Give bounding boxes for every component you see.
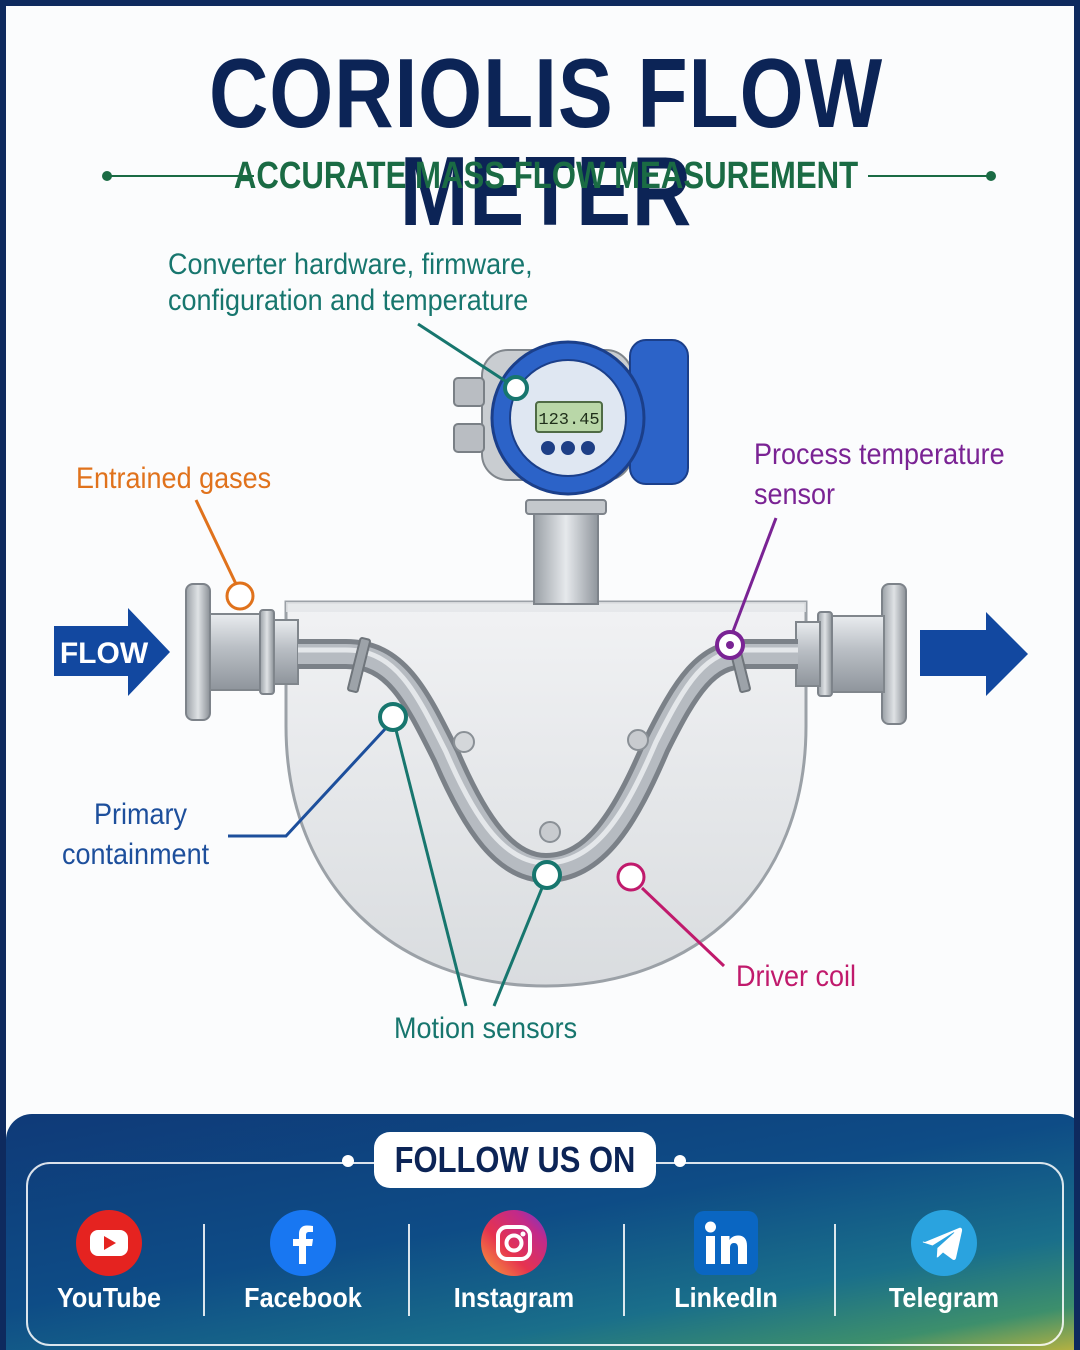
inlet-flow-arrow	[54, 608, 170, 696]
subtitle-right-line	[868, 175, 990, 177]
subtitle-row: ACCURATE MASS FLOW MEASUREMENT	[6, 155, 1074, 197]
subtitle-right-dot	[986, 171, 996, 181]
social-footer: FOLLOW US ON YouTube Facebook	[6, 1114, 1074, 1350]
cable-gland-top	[453, 377, 485, 407]
process-temp-label-line1: Process temperature	[754, 438, 1005, 471]
driver-coil-leader-line	[640, 886, 726, 968]
motion-sensor-marker-left	[378, 702, 408, 732]
tube-clamp-left	[347, 637, 371, 693]
converter-label-line2: configuration and temperature	[168, 284, 529, 317]
social-name: Telegram	[888, 1282, 1000, 1313]
driver-coil-marker	[616, 862, 646, 892]
lcd-display	[535, 401, 603, 433]
flow-label: FLOW	[60, 637, 149, 670]
outlet-flange	[795, 583, 907, 725]
motion-sensor-leader-left	[394, 729, 468, 1007]
entrained-gases-leader-line	[194, 499, 238, 585]
motion-sensor-leader-right	[492, 887, 544, 1007]
follow-us-pill: FOLLOW US ON	[374, 1132, 656, 1188]
social-linkedin[interactable]: LinkedIn	[631, 1210, 821, 1340]
flow-meter-diagram: FLOW	[54, 322, 1028, 1007]
footer-right-dot	[674, 1155, 686, 1167]
converter-marker	[503, 375, 529, 401]
entrained-gases-marker	[225, 581, 255, 611]
process-temp-leader-line	[730, 517, 778, 635]
social-instagram[interactable]: Instagram	[419, 1210, 609, 1340]
motion-sensor-marker-bottom	[532, 860, 562, 890]
facebook-icon	[270, 1210, 336, 1276]
social-telegram[interactable]: Telegram	[849, 1210, 1039, 1340]
instagram-icon	[481, 1210, 547, 1276]
footer-left-dot	[342, 1155, 354, 1167]
social-name: YouTube	[56, 1282, 162, 1313]
social-name: LinkedIn	[674, 1282, 778, 1313]
youtube-icon	[76, 1210, 142, 1276]
housing-bolt	[539, 821, 561, 843]
cable-gland-bottom	[453, 423, 485, 453]
social-divider	[623, 1224, 625, 1316]
housing-bolt	[627, 729, 649, 751]
process-temp-label-line2: sensor	[754, 478, 836, 511]
entrained-gases-label: Entrained gases	[76, 462, 272, 495]
page-subtitle: ACCURATE MASS FLOW MEASUREMENT	[233, 155, 859, 197]
subtitle-left-line	[106, 175, 254, 177]
housing-bolt	[453, 731, 475, 753]
display-reading: 123.45	[538, 411, 599, 430]
page-title: CORIOLIS FLOW METER	[209, 38, 883, 246]
motion-sensors-label: Motion sensors	[394, 1012, 578, 1045]
inlet-flange	[185, 583, 299, 721]
social-facebook[interactable]: Facebook	[208, 1210, 398, 1340]
primary-containment-label-line1: Primary	[94, 798, 188, 831]
transmitter-neck	[533, 505, 599, 605]
primary-containment-leader-line	[228, 726, 388, 838]
follow-us-label: FOLLOW US ON	[394, 1139, 636, 1180]
converter-label-line1: Converter hardware, firmware,	[168, 248, 533, 281]
social-name: Instagram	[453, 1282, 575, 1313]
driver-coil-label: Driver coil	[736, 960, 857, 993]
social-name: Facebook	[244, 1282, 362, 1313]
linkedin-icon	[694, 1211, 758, 1275]
primary-containment-label-line2: containment	[62, 838, 210, 871]
telegram-icon	[911, 1210, 977, 1276]
social-youtube[interactable]: YouTube	[14, 1210, 204, 1340]
outlet-flow-arrow	[920, 612, 1028, 696]
social-divider	[203, 1224, 205, 1316]
converter-leader-line	[417, 322, 517, 390]
social-divider	[408, 1224, 410, 1316]
social-divider	[834, 1224, 836, 1316]
